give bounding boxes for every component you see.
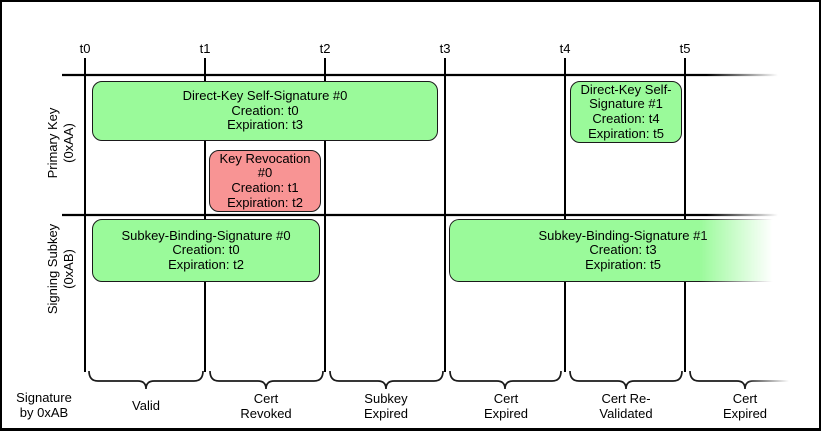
box-expiration: Expiration: t5 bbox=[585, 256, 661, 272]
box-title: Key Revocation #0 bbox=[219, 150, 311, 181]
period-label-cert-revalidated: Cert Re- Validated bbox=[599, 391, 653, 421]
box-expiration: Expiration: t3 bbox=[227, 117, 303, 133]
box-title: Direct-Key Self-Signature #1 bbox=[580, 81, 672, 112]
box-creation: Creation: t1 bbox=[231, 180, 299, 195]
box-key-revocation-0: Key Revocation #0 Creation: t1 Expiratio… bbox=[209, 150, 321, 212]
box-title: Subkey-Binding-Signature #1 bbox=[538, 227, 708, 243]
tick-label-t5: t5 bbox=[679, 41, 691, 56]
box-creation: Creation: t0 bbox=[172, 242, 240, 258]
box-direct-key-self-signature-0: Direct-Key Self-Signature #0 Creation: t… bbox=[92, 81, 438, 141]
tick-label-t3: t3 bbox=[439, 41, 451, 56]
brace-valid bbox=[88, 370, 204, 390]
box-creation: Creation: t4 bbox=[592, 111, 660, 126]
brace-cert-expired bbox=[449, 370, 562, 390]
bottom-axis-label: Signature by 0xAB bbox=[16, 390, 72, 421]
brace-cert-expired-2 bbox=[689, 370, 801, 390]
brace-subkey-expired bbox=[329, 370, 444, 390]
tick-label-t0: t0 bbox=[79, 41, 91, 56]
box-title: Direct-Key Self-Signature #0 bbox=[182, 88, 348, 104]
box-direct-key-self-signature-1: Direct-Key Self-Signature #1 Creation: t… bbox=[570, 81, 682, 143]
period-label-valid: Valid bbox=[132, 398, 160, 414]
box-subkey-binding-signature-0: Subkey-Binding-Signature #0 Creation: t0… bbox=[92, 219, 320, 282]
box-title: Subkey-Binding-Signature #0 bbox=[121, 227, 291, 243]
tick-label-t4: t4 bbox=[559, 41, 571, 56]
row-label-signing-subkey: Signing Subkey (0xAB) bbox=[45, 223, 76, 315]
period-label-cert-expired: Cert Expired bbox=[483, 391, 529, 421]
tick-label-t2: t2 bbox=[319, 41, 331, 56]
box-creation: Creation: t3 bbox=[589, 242, 657, 258]
tick-label-t1: t1 bbox=[199, 41, 211, 56]
brace-cert-revoked bbox=[209, 370, 324, 390]
box-expiration: Expiration: t5 bbox=[588, 125, 664, 141]
period-label-cert-expired-2: Cert Expired bbox=[722, 391, 768, 421]
box-expiration: Expiration: t2 bbox=[168, 256, 244, 272]
box-creation: Creation: t0 bbox=[231, 102, 299, 118]
period-label-subkey-expired: Subkey Expired bbox=[363, 391, 409, 421]
brace-cert-revalidated bbox=[569, 370, 683, 390]
box-expiration: Expiration: t2 bbox=[227, 194, 303, 210]
box-subkey-binding-signature-1: Subkey-Binding-Signature #1 Creation: t3… bbox=[449, 219, 797, 282]
period-label-cert-revoked: Cert Revoked bbox=[240, 391, 292, 421]
